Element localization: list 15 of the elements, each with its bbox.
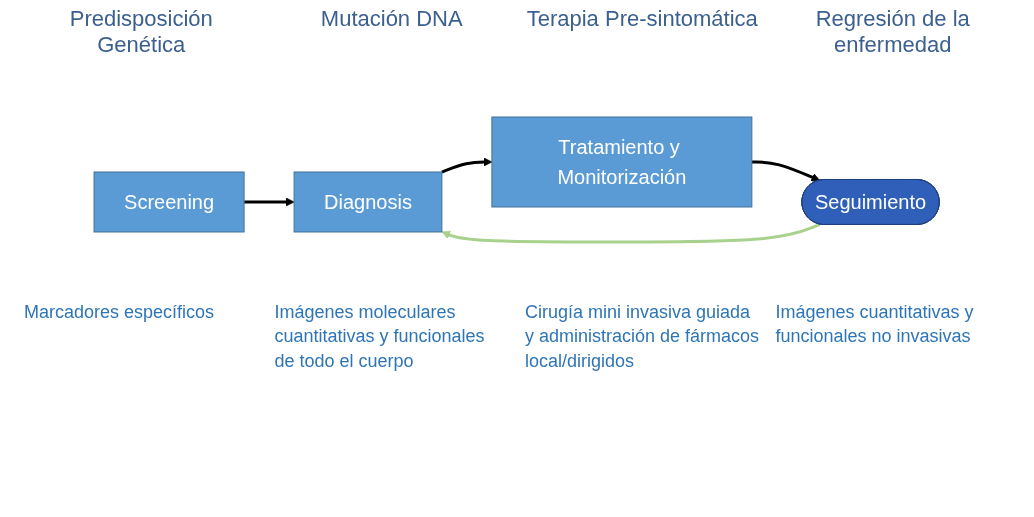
arrow [441, 222, 821, 243]
column-heading: Mutación DNA [319, 6, 464, 33]
node-box: Diagnosis [293, 171, 443, 232]
arrow [244, 197, 295, 206]
column-note: Imágenes moleculares cuantitativas y funcionales de todo el cuerpo [274, 301, 486, 373]
column-heading: Regresión de la enfermedad [814, 6, 971, 58]
node-box: Tratamiento y Monitorización [491, 116, 753, 207]
arrow [441, 157, 493, 173]
column-note: Marcadores específicos [24, 301, 216, 324]
column-heading: Terapia Pre-sintomática [525, 6, 759, 33]
arrow [752, 160, 821, 181]
column-note: Imágenes cuantitativas y funcionales no invasivas [775, 301, 975, 349]
node-box: Screening [93, 171, 245, 232]
column-heading: Predisposición Genética [68, 6, 214, 58]
column-note: Cirugía mini invasiva guiada y administración de fármacos local/dirigidos [525, 301, 760, 373]
